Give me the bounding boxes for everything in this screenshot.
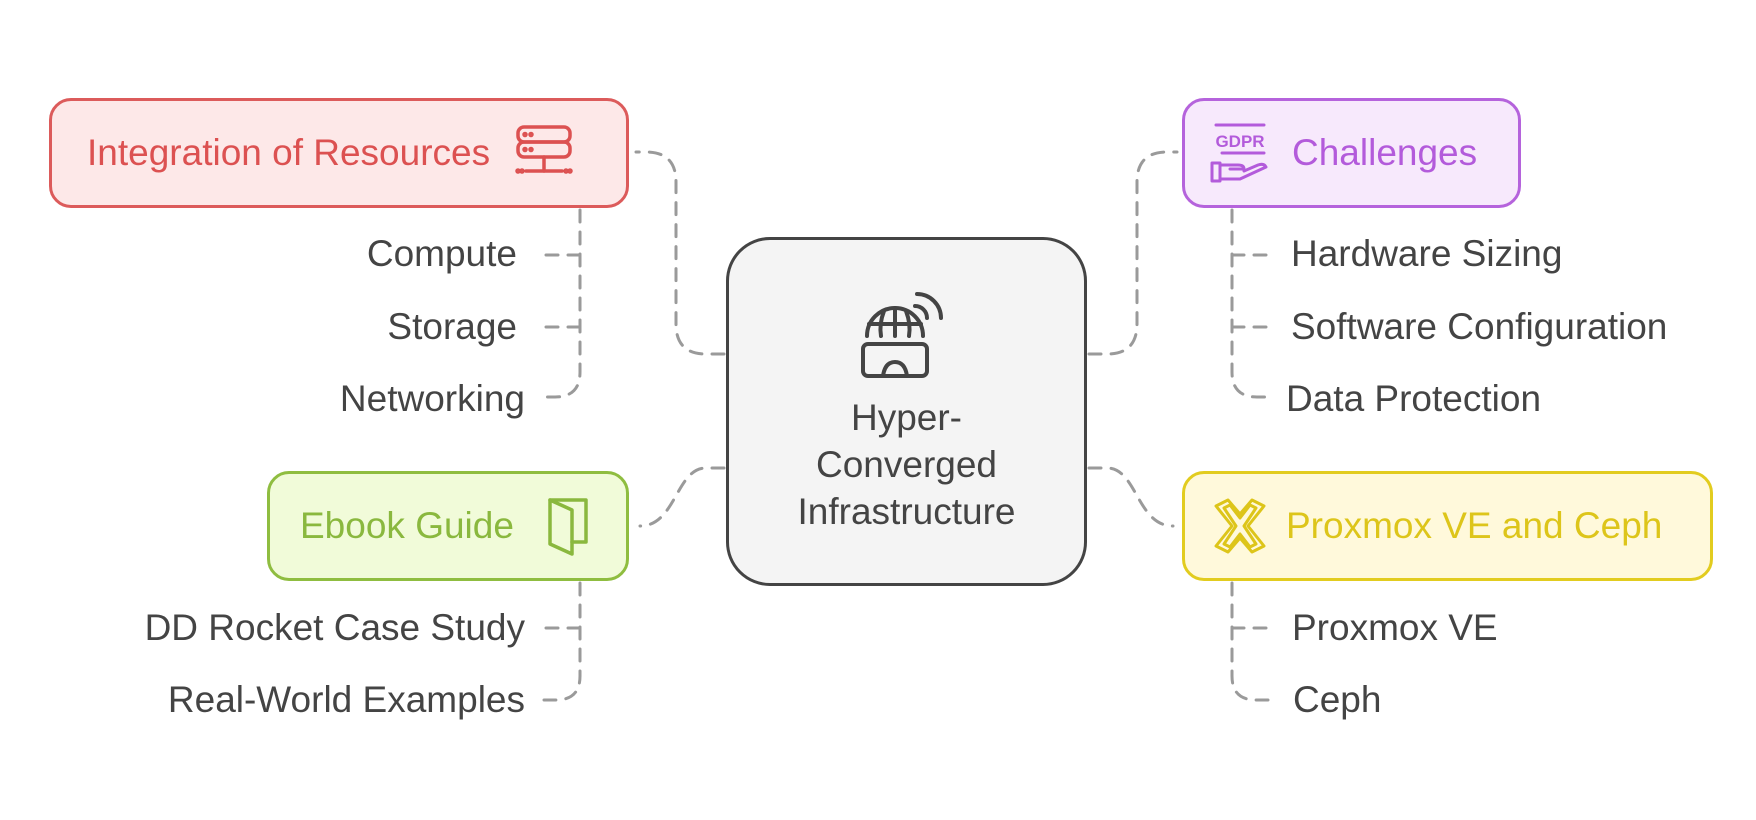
leaf-real-world-examples[interactable]: Real-World Examples [167, 679, 525, 720]
connector-center-proxmox [1087, 466, 1175, 528]
central-topic-node[interactable]: Hyper- Converged Infrastructure [726, 237, 1087, 586]
proxmox-x-icon [1208, 494, 1272, 558]
branch-label: Challenges [1292, 132, 1478, 173]
connector-integration-children [542, 208, 582, 399]
connector-ebook-children [542, 581, 582, 702]
leaf-dd-rocket-case-study[interactable]: DD Rocket Case Study [144, 607, 525, 648]
title-line: Hyper- [850, 397, 963, 438]
leaf-ceph[interactable]: Ceph [1293, 679, 1382, 720]
leaf-data-protection[interactable]: Data Protection [1286, 378, 1542, 419]
gdpr-hand-icon: GDPR [1208, 121, 1272, 185]
server-network-icon [512, 121, 576, 185]
branch-proxmox-ve-and-ceph[interactable]: Proxmox VE and Ceph [1182, 471, 1713, 581]
connector-center-challenges [1087, 150, 1179, 356]
branch-integration-of-resources[interactable]: Integration of Resources [49, 98, 629, 208]
title-line: Converged [815, 444, 997, 485]
leaf-hardware-sizing[interactable]: Hardware Sizing [1291, 233, 1563, 274]
branch-challenges[interactable]: GDPR Challenges [1182, 98, 1521, 208]
title-line: Infrastructure [797, 491, 1016, 532]
leaf-proxmox-ve[interactable]: Proxmox VE [1292, 607, 1498, 648]
connector-center-integration [634, 150, 726, 356]
globe-vr-headset-icon [855, 284, 959, 388]
connector-challenges-children [1230, 208, 1270, 399]
leaf-storage[interactable]: Storage [387, 306, 517, 347]
leaf-networking[interactable]: Networking [339, 378, 525, 419]
branch-label: Integration of Resources [87, 132, 491, 173]
branch-label: Ebook Guide [300, 505, 514, 546]
leaf-software-configuration[interactable]: Software Configuration [1291, 306, 1668, 347]
connector-proxmox-children [1230, 581, 1270, 702]
open-book-icon [536, 494, 600, 558]
svg-text:GDPR: GDPR [1215, 132, 1264, 151]
leaf-compute[interactable]: Compute [366, 233, 517, 274]
branch-ebook-guide[interactable]: Ebook Guide [267, 471, 629, 581]
connector-center-ebook [638, 466, 726, 528]
central-topic-title: Hyper- Converged Infrastructure [757, 394, 1057, 535]
branch-label: Proxmox VE and Ceph [1286, 505, 1663, 546]
